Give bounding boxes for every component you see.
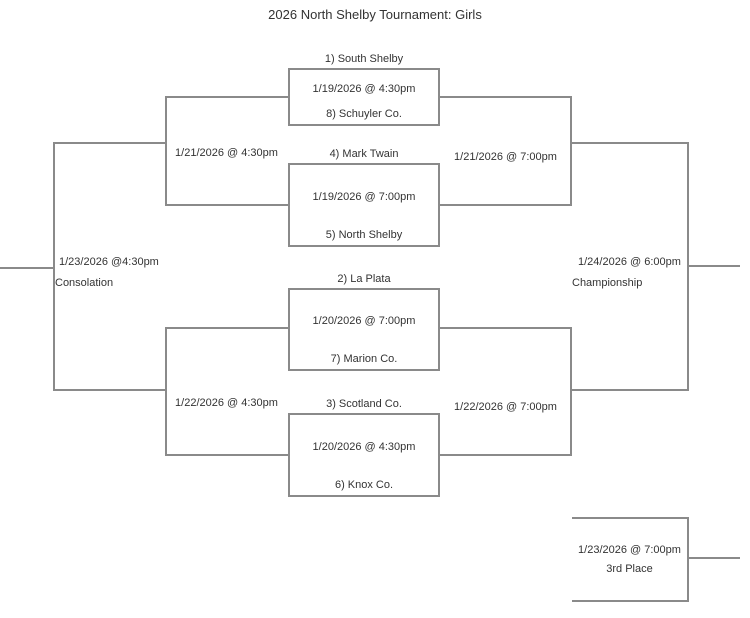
connector-line-upper-right-vertical [570,96,572,206]
connector-line-upper-left-arm-bottom [165,204,288,206]
semifinal-upper-right-datetime: 1/21/2026 @ 7:00pm [454,151,557,163]
championship-datetime: 1/24/2026 @ 6:00pm [578,256,681,268]
game-datetime: 1/19/2026 @ 4:30pm [312,82,416,95]
team-label: 2) La Plata [337,273,391,285]
connector-line-lower-left-arm-top [165,327,288,329]
team-label: 5) North Shelby [325,229,403,241]
connector-line-lower-right-arm-bottom [440,454,572,456]
team-label: 6) Knox Co. [334,479,394,491]
game-datetime: 1/20/2026 @ 7:00pm [312,315,416,327]
connector-line-consolation-winner [0,267,55,269]
championship-label: Championship [572,277,643,289]
team-label: 3) Scotland Co. [326,398,402,410]
connector-line-upper-left-vertical [165,96,167,206]
team-label: 7) Marion Co. [330,353,398,365]
game-datetime: 1/20/2026 @ 4:30pm [312,440,416,453]
semifinal-lower-left-datetime: 1/22/2026 @ 4:30pm [175,397,278,409]
connector-line-championship-top-feed [570,142,689,144]
game-box-3: 2) La Plata 1/20/2026 @ 7:00pm 7) Marion… [288,272,440,371]
game-box-border: 1/20/2026 @ 7:00pm 7) Marion Co. [288,288,440,371]
connector-line-upper-right-arm-bottom [440,204,572,206]
connector-line-upper-right-arm-top [440,96,572,98]
game-box-2: 4) Mark Twain 1/19/2026 @ 7:00pm 5) Nort… [288,147,440,247]
game-box-border: 1/19/2026 @ 7:00pm 5) North Shelby [288,163,440,247]
connector-line-lower-left-vertical [165,327,167,456]
third-place-box: 1/23/2026 @ 7:00pm 3rd Place [572,517,689,602]
page-title: 2026 North Shelby Tournament: Girls [268,7,482,22]
connector-line-lower-right-arm-top [440,327,572,329]
connector-line-consolation-vertical [53,142,55,391]
game-box-4: 3) Scotland Co. 1/20/2026 @ 4:30pm 6) Kn… [288,397,440,497]
game-box-1: 1) South Shelby 1/19/2026 @ 4:30pm 8) Sc… [288,52,440,126]
connector-line-consolation-top-feed [53,142,167,144]
third-place-label: 3rd Place [606,562,653,575]
connector-line-championship-bottom-feed [570,389,689,391]
connector-line-lower-left-arm-bottom [165,454,288,456]
semifinal-upper-left-datetime: 1/21/2026 @ 4:30pm [175,147,278,159]
consolation-datetime: 1/23/2026 @4:30pm [59,256,159,268]
semifinal-lower-right-datetime: 1/22/2026 @ 7:00pm [454,401,557,413]
connector-line-lower-right-vertical [570,327,572,456]
connector-line-upper-left-arm-top [165,96,288,98]
third-place-datetime: 1/23/2026 @ 7:00pm [578,543,681,556]
consolation-label: Consolation [55,277,114,289]
connector-line-third-place-winner [687,557,740,559]
connector-line-consolation-bottom-feed [53,389,167,391]
game-box-border: 1/20/2026 @ 4:30pm 6) Knox Co. [288,413,440,497]
team-label: 4) Mark Twain [329,148,399,160]
game-box-border: 1/19/2026 @ 4:30pm 8) Schuyler Co. [288,68,440,126]
connector-line-championship-winner [687,265,740,267]
team-label: 8) Schuyler Co. [326,108,402,120]
team-label: 1) South Shelby [324,53,404,65]
game-datetime: 1/19/2026 @ 7:00pm [312,190,416,203]
